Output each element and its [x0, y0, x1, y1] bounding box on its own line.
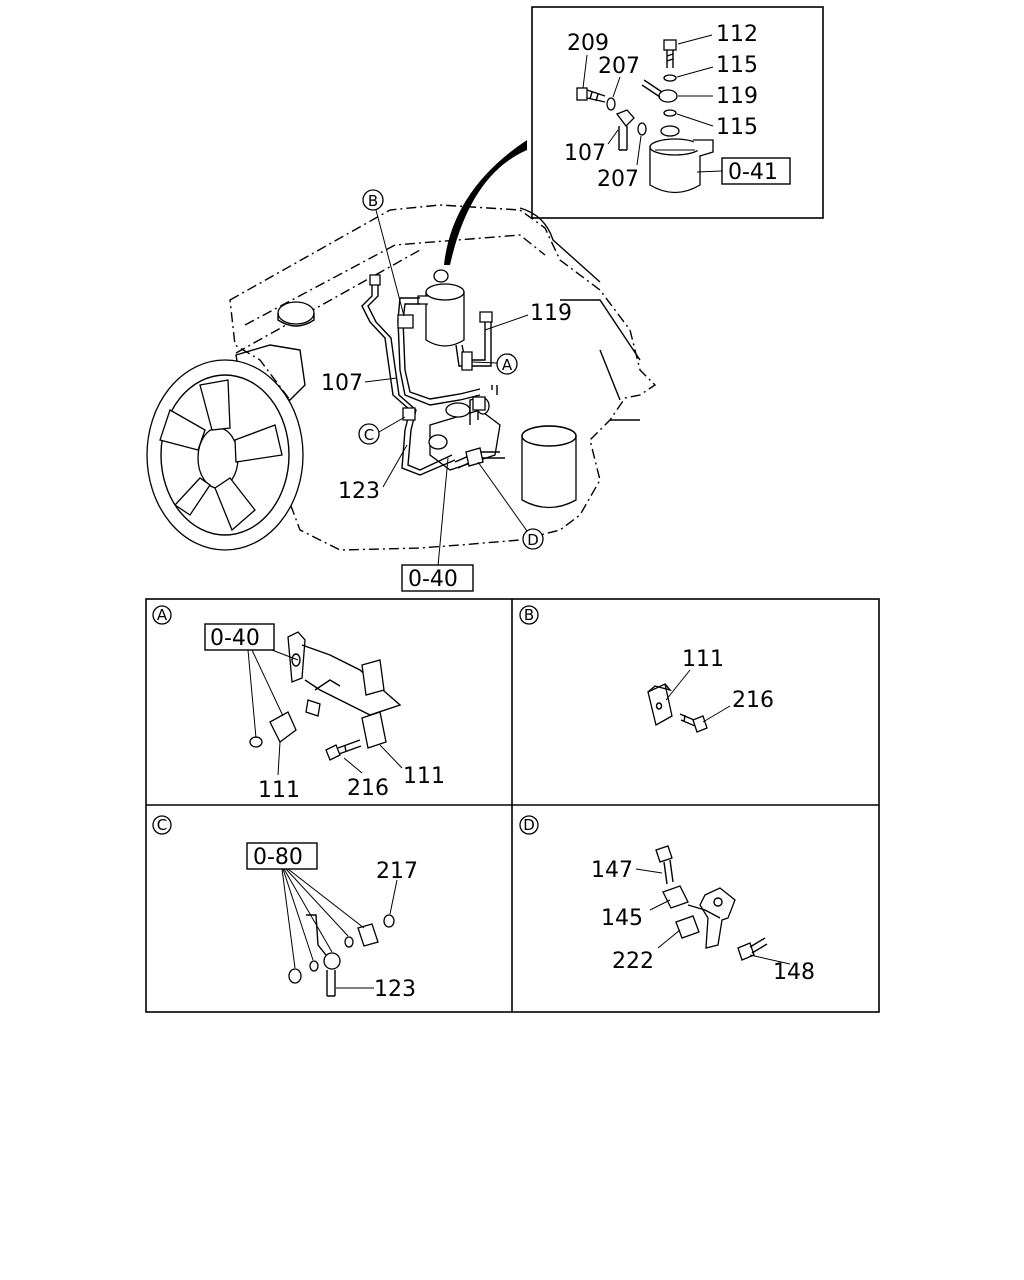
eye-bolt-119 — [641, 79, 678, 103]
panel-c-letter: C — [157, 816, 167, 834]
washer-115-bottom — [663, 109, 677, 117]
callout-d-148: 148 — [773, 960, 815, 985]
callout-c-123: 123 — [374, 977, 416, 1002]
ref-box-0-41 — [721, 157, 791, 185]
panel-a: A 0-40 111 216 111 — [152, 605, 445, 803]
ref-0-41: 0-41 — [728, 160, 778, 185]
clamp-a — [461, 351, 473, 371]
washer-207-right — [637, 122, 647, 136]
callout-115-upper: 115 — [716, 53, 758, 78]
bolt-209 — [576, 87, 606, 103]
callout-207-lower: 207 — [597, 167, 639, 192]
callout-115-lower: 115 — [716, 115, 758, 140]
callout-112: 112 — [716, 22, 758, 47]
panel-b-letter: B — [524, 606, 534, 624]
marker-c: C — [358, 416, 406, 445]
pipe-fittings — [369, 274, 493, 467]
inset-pointer — [444, 140, 527, 265]
callout-a-111-left: 111 — [258, 778, 300, 803]
panel-d-letter: D — [523, 816, 535, 834]
callout-a-111-right: 111 — [403, 764, 445, 789]
callout-d-145: 145 — [601, 906, 643, 931]
svg-text:D: D — [527, 531, 539, 549]
ref-0-80: 0-80 — [253, 845, 303, 870]
clamp-c — [402, 407, 416, 421]
callout-107-main: 107 — [321, 371, 363, 396]
clamp-b — [397, 314, 414, 329]
fitting-107 — [615, 109, 635, 151]
callout-123-main: 123 — [338, 479, 380, 504]
ref-0-40-a: 0-40 — [210, 626, 260, 651]
detail-grid — [145, 598, 880, 1013]
svg-text:A: A — [502, 356, 513, 374]
callout-b-111: 111 — [682, 647, 724, 672]
marker-d: D — [477, 461, 544, 550]
callout-d-147: 147 — [591, 858, 633, 883]
washer-207-left — [606, 97, 616, 111]
engine-illustration: B A C D 119 107 123 0-40 — [146, 189, 657, 592]
inset-fuel-filter: 209 207 112 115 119 115 107 207 0-41 — [531, 6, 824, 219]
inset-leaders — [582, 34, 723, 173]
callout-107: 107 — [564, 141, 606, 166]
engine-fuel-filter — [417, 269, 465, 347]
panel-b: B 111 216 — [519, 605, 774, 733]
svg-text:C: C — [364, 426, 374, 444]
callout-119-main: 119 — [530, 301, 572, 326]
callout-b-216: 216 — [732, 688, 774, 713]
marker-a: A — [471, 353, 518, 375]
ref-box-0-40-a — [204, 623, 275, 651]
cooling-fan — [146, 359, 304, 551]
fuel-filter-body — [649, 125, 714, 194]
oil-filter — [521, 425, 577, 509]
svg-text:B: B — [368, 192, 378, 210]
inset-frame — [531, 6, 824, 219]
ref-0-40-main: 0-40 — [408, 567, 458, 592]
panel-c: C 0-80 217 123 — [152, 815, 418, 1002]
washer-115-top — [663, 74, 677, 82]
ref-box-0-40-main — [401, 564, 474, 592]
callout-d-222: 222 — [612, 949, 654, 974]
panel-a-letter: A — [157, 606, 168, 624]
callout-209: 209 — [567, 31, 609, 56]
panel-d: D 147 145 222 148 — [519, 815, 815, 985]
bolt-112 — [663, 39, 677, 68]
injection-pump — [428, 397, 501, 471]
callout-119: 119 — [716, 84, 758, 109]
clamp-d — [465, 447, 484, 467]
oil-cap — [277, 301, 315, 325]
marker-b: B — [362, 189, 405, 317]
callout-207-upper: 207 — [598, 54, 640, 79]
callout-c-217: 217 — [376, 859, 418, 884]
callout-a-216: 216 — [347, 776, 389, 801]
